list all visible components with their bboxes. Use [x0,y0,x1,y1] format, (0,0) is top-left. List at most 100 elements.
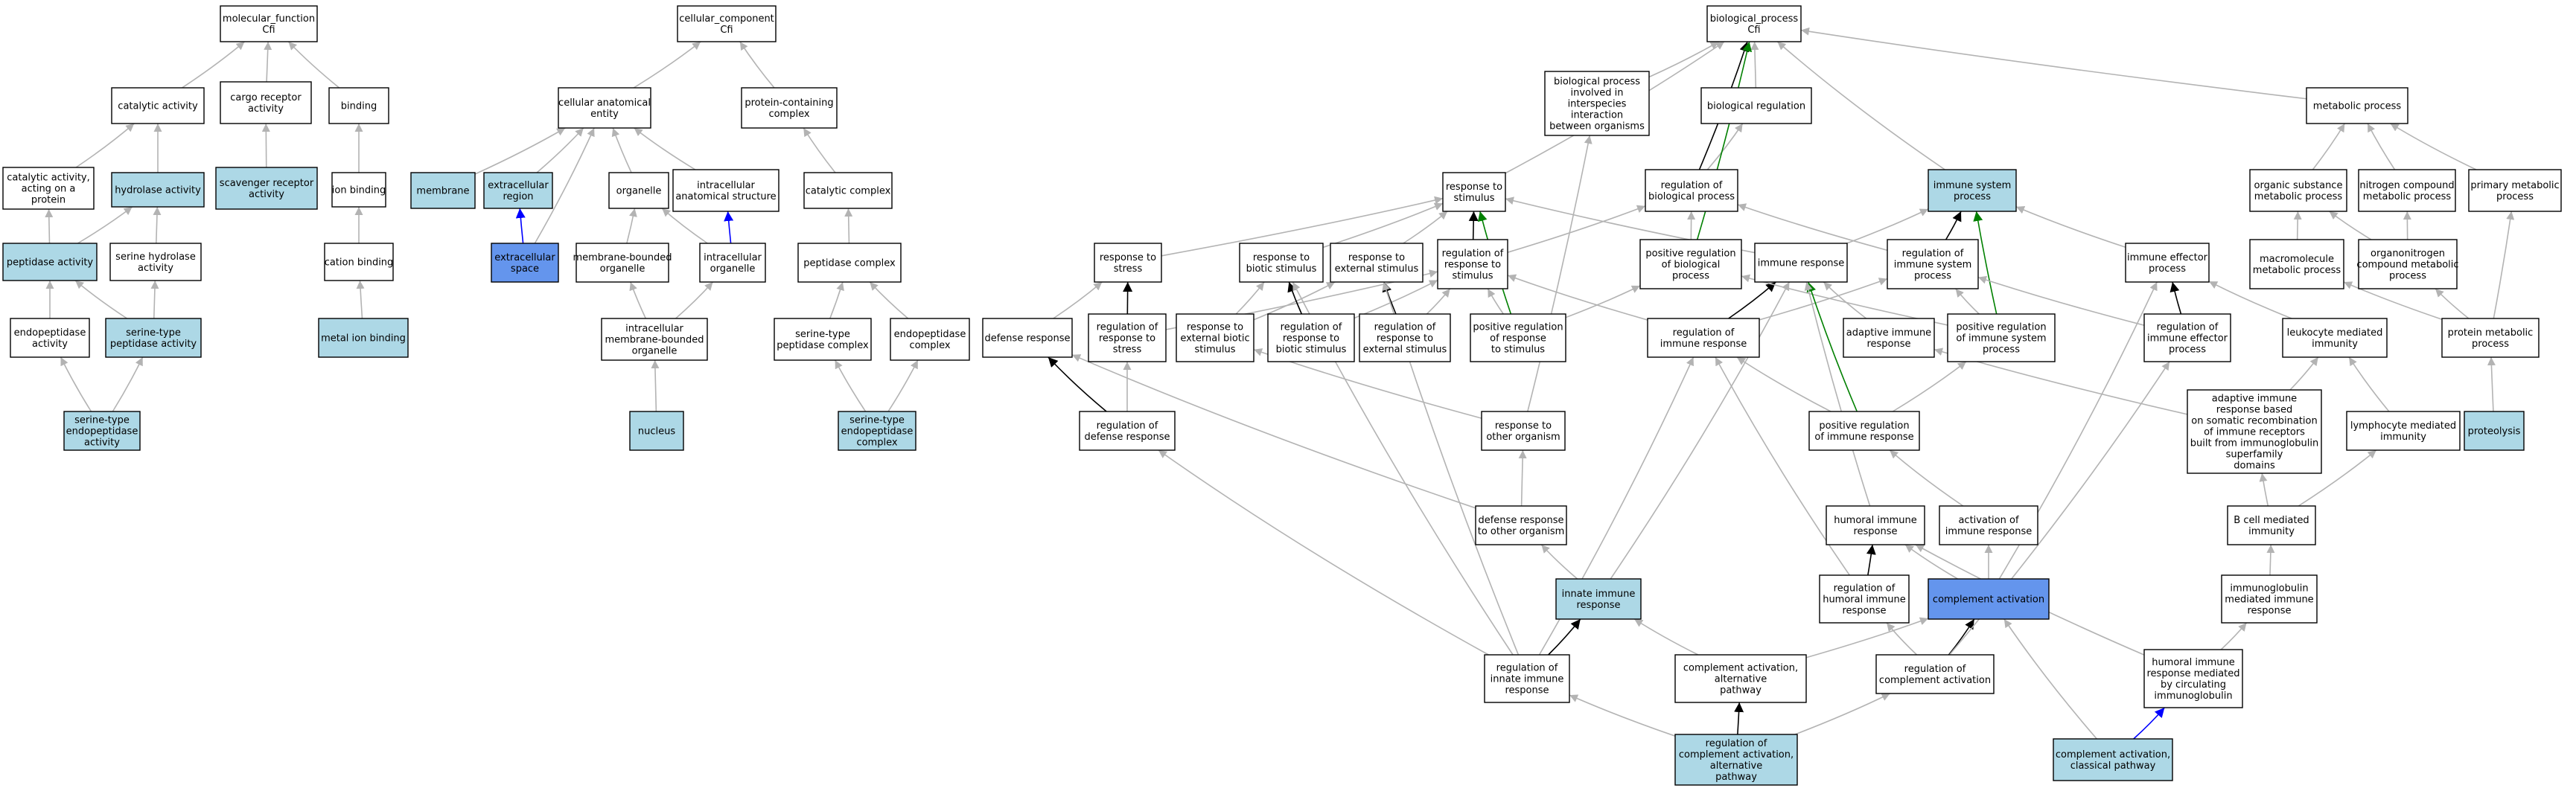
go-term-node-ionb[interactable]: ion binding [331,172,386,208]
go-term-node-binding[interactable]: binding [328,87,389,124]
go-term-node-organelle[interactable]: organelle [608,172,669,209]
go-term-node-defresp[interactable]: defense response [982,318,1073,358]
node-box [1674,734,1798,786]
node-box [1481,411,1566,451]
go-term-node-catcomp[interactable]: catalytic complex [803,172,893,209]
go-term-node-hydro[interactable]: hydrolase activity [111,172,205,208]
edge [2015,206,2126,249]
go-term-node-cat[interactable]: catalytic activity [111,87,205,124]
go-term-node-peptcomp[interactable]: peptidase complex [797,243,902,283]
go-term-node-metab[interactable]: metabolic process [2306,87,2408,124]
go-term-node-complement[interactable]: complement activation [1928,578,2050,620]
go-term-node-compclass[interactable]: complement activation,classical pathway [2053,738,2173,781]
node-label-line: regulation of [1496,663,1558,674]
go-term-node-cationb[interactable]: cation binding [324,243,394,281]
go-term-node-pept[interactable]: peptidase activity [2,243,98,281]
node-label-line: superfamily [2226,449,2283,461]
go-term-node-metal[interactable]: metal ion binding [318,318,409,358]
go-term-node-bioreg[interactable]: biological regulation [1700,87,1812,124]
edge [1955,288,1980,315]
edge-is-a-serendo-to-endo [60,356,92,412]
go-term-node-nucleus[interactable]: nucleus [629,411,684,451]
node-label-line: response to [1348,252,1405,263]
node-box [1826,505,1925,545]
edge-regulates-reginnate-to-innate [1548,618,1581,656]
go-term-node-proteolysis[interactable]: proteolysis [2464,411,2525,451]
node-box [1555,578,1642,620]
go-term-node-imresp[interactable]: immune response [1754,243,1848,283]
node-label-line: alternative [1715,674,1767,685]
node-label-line: binding [341,101,377,112]
node-box [10,318,90,358]
edge-is-a-organo-to-orgsub [2329,211,2372,240]
go-term-node-membrane[interactable]: membrane [410,172,476,209]
edge [534,127,595,244]
